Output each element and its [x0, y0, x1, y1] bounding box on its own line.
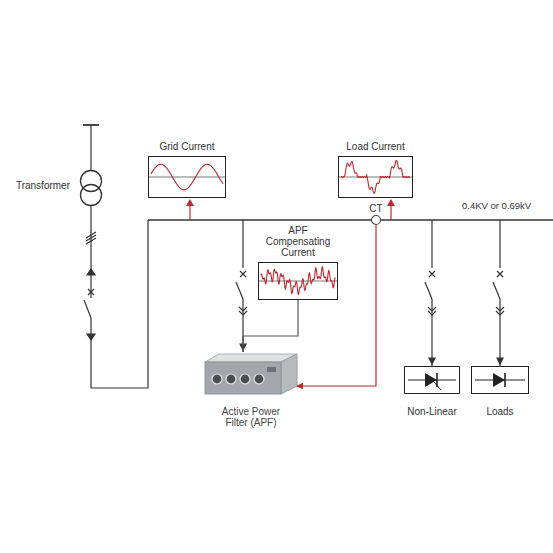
switch-blade: [425, 282, 432, 299]
switch-blade: [84, 300, 91, 318]
node-shape: [258, 262, 338, 300]
zero-axis: [339, 177, 412, 178]
device-display: [267, 367, 276, 372]
waveform-box: APF Compensating Current: [258, 262, 338, 300]
ct-ring: [372, 216, 381, 225]
zero-axis: [149, 177, 225, 178]
breaker-cross: [240, 271, 246, 277]
diode-symbol: [493, 373, 505, 387]
node-shape: [371, 215, 381, 225]
voltage-label: 0.4KV or 0.69kV: [462, 200, 531, 211]
measure-arrow: [390, 205, 391, 220]
device-front: [205, 362, 281, 394]
load-box: Non-Linear: [404, 366, 460, 394]
supply-wire: [90, 125, 91, 170]
arrow-symbol: [497, 358, 503, 364]
node-shape: [404, 366, 460, 394]
arrow-symbol: [87, 334, 95, 340]
waveform-box: Load Current: [338, 156, 413, 198]
zero-axis: [259, 281, 337, 282]
busbar: [148, 219, 553, 220]
node-label: Active Power Filter (APF): [211, 406, 291, 428]
plug-symbol: [496, 307, 504, 315]
winding-circle: [81, 185, 102, 206]
switch-blade: [236, 282, 243, 299]
breaker-cross: [88, 289, 94, 295]
arrow-head: [387, 199, 395, 206]
switch-blade: [493, 282, 500, 299]
three-phase-mark: [86, 232, 96, 244]
current-transformer: CT: [371, 215, 381, 225]
device-side: [281, 354, 297, 394]
device-port: [254, 374, 264, 384]
node-shape: [205, 352, 297, 394]
scope-frame: [259, 263, 338, 300]
arrow-symbol: [429, 358, 435, 364]
measure-arrow: [189, 205, 190, 220]
transformer-symbol: Transformer: [76, 170, 106, 206]
branch-wire: [431, 220, 432, 268]
feeder-wire: [90, 206, 91, 298]
arrow-head: [186, 199, 194, 206]
branch-wire: [499, 299, 500, 366]
load-box: Loads: [471, 366, 529, 394]
device-port: [226, 374, 236, 384]
node-label: Transformer: [0, 180, 70, 191]
branch-wire: [499, 220, 500, 268]
arrow-symbol: [87, 269, 95, 275]
node-label: Grid Current: [159, 141, 214, 152]
diode-bar: [504, 373, 506, 387]
branch-wire: [431, 299, 432, 366]
node-shape: [338, 156, 413, 198]
load-frame: [405, 367, 460, 394]
apf-device: Active Power Filter (APF): [205, 352, 297, 394]
node-label: APF Compensating Current: [263, 225, 333, 258]
current-waveform: [151, 164, 223, 189]
scope-frame: [339, 157, 413, 198]
node-label: Loads: [486, 406, 513, 417]
node-label: Load Current: [346, 141, 404, 152]
node-shape: [148, 156, 226, 198]
current-waveform: [341, 160, 410, 193]
plug-symbol: [428, 307, 436, 315]
arrow-symbol: [240, 344, 246, 350]
plug-symbol: [239, 307, 247, 315]
node-label: CT: [369, 203, 382, 214]
load-frame: [472, 367, 529, 394]
waveform-box: Grid Current: [148, 156, 226, 198]
branch-wire: [242, 220, 243, 268]
device-port: [240, 374, 250, 384]
node-shape: [471, 366, 529, 394]
breaker-cross: [429, 271, 435, 277]
diode-symbol: [425, 373, 437, 387]
gate-lead: [434, 382, 441, 390]
signal-connector: [243, 300, 298, 352]
current-waveform: [261, 267, 335, 294]
node-label: Non-Linear: [407, 406, 456, 417]
device-port: [212, 374, 222, 384]
node-shape: [76, 170, 106, 206]
breaker-cross: [497, 271, 503, 277]
feeder-wire: [91, 220, 148, 388]
scope-frame: [149, 157, 226, 198]
